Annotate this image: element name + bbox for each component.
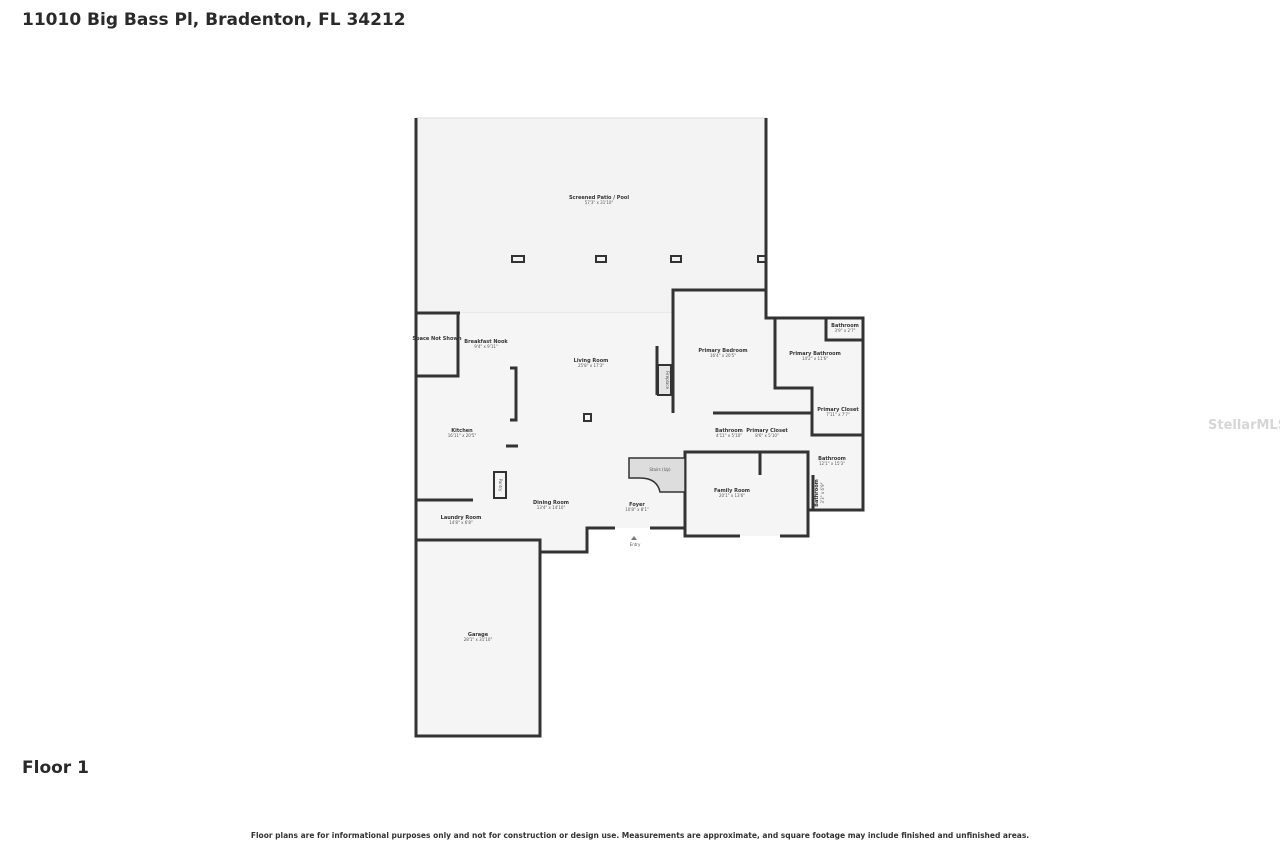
room-dims: 14'8" x 6'8" (449, 520, 473, 525)
room-name: Foyer (629, 502, 645, 508)
room-name: Primary Bedroom (698, 348, 747, 354)
room-name: Bathroom (814, 479, 820, 507)
room-dims: 57'3" x 31'10" (585, 200, 614, 205)
fireplace-label: Fireplace (665, 371, 670, 389)
room-dims: 7'11" x 7'7" (826, 412, 850, 417)
room-name: Primary Bathroom (789, 351, 841, 357)
garage-floor (416, 540, 540, 736)
room-dims: 8'6" x 5'10" (755, 433, 779, 438)
room-dims: 16'11" x 20'5" (448, 433, 477, 438)
walls (414, 118, 865, 738)
entry-arrow-icon (631, 536, 637, 540)
room-name: Bathroom (831, 323, 859, 329)
room-dims: 12'1" x 15'3" (819, 461, 845, 466)
room-dims: 4'11" x 5'10" (716, 433, 742, 438)
room-name: Bathroom (715, 428, 743, 434)
room-dims: 20'1" x 13'6" (719, 493, 745, 498)
stairs-label: Stairs (Up) (649, 467, 671, 472)
pantry (493, 471, 507, 499)
room-name: Screened Patio / Pool (569, 195, 629, 201)
room-name: Bathroom (818, 456, 846, 462)
room-dims: 13'4" x 14'10" (537, 505, 566, 510)
room-dims: 3'3" x 6'9" (820, 482, 825, 503)
room-name: Space Not Shown (412, 336, 462, 342)
patio-area (415, 117, 767, 314)
room-name: Dining Room (533, 500, 569, 506)
room-dims: 25'8" x 17'3" (578, 363, 604, 368)
room-name: Breakfast Nook (464, 339, 508, 345)
room-dims: 10'8" x 8'1" (625, 507, 649, 512)
room-name: Family Room (714, 488, 750, 494)
room-name: Garage (468, 632, 489, 638)
pantry-label: Pantry (498, 479, 503, 492)
room-name: Laundry Room (441, 515, 482, 521)
room-name: Living Room (574, 358, 609, 364)
entry-label: Entry (630, 542, 641, 547)
room-dims: 14'2" x 11'6" (802, 356, 828, 361)
room-dims: 9'4" x 9'11" (474, 344, 498, 349)
room-dims: 3'9" x 2'7" (835, 328, 856, 333)
stairs (628, 457, 686, 493)
room-dims: 16'4" x 20'5" (710, 353, 736, 358)
watermark-logo: StellarMLS (1208, 418, 1280, 433)
house-floor (416, 290, 863, 552)
room-name: Kitchen (451, 428, 473, 434)
room-name: Primary Closet (817, 407, 859, 413)
room-dims: 28'1" x 31'10" (464, 637, 493, 642)
room-name: Primary Closet (746, 428, 788, 434)
floor-label: Floor 1 (22, 758, 89, 778)
fireplace (657, 364, 672, 396)
page-title: 11010 Big Bass Pl, Bradenton, FL 34212 (22, 10, 406, 30)
disclaimer: Floor plans are for informational purpos… (250, 831, 1030, 840)
patio-posts (511, 255, 767, 422)
